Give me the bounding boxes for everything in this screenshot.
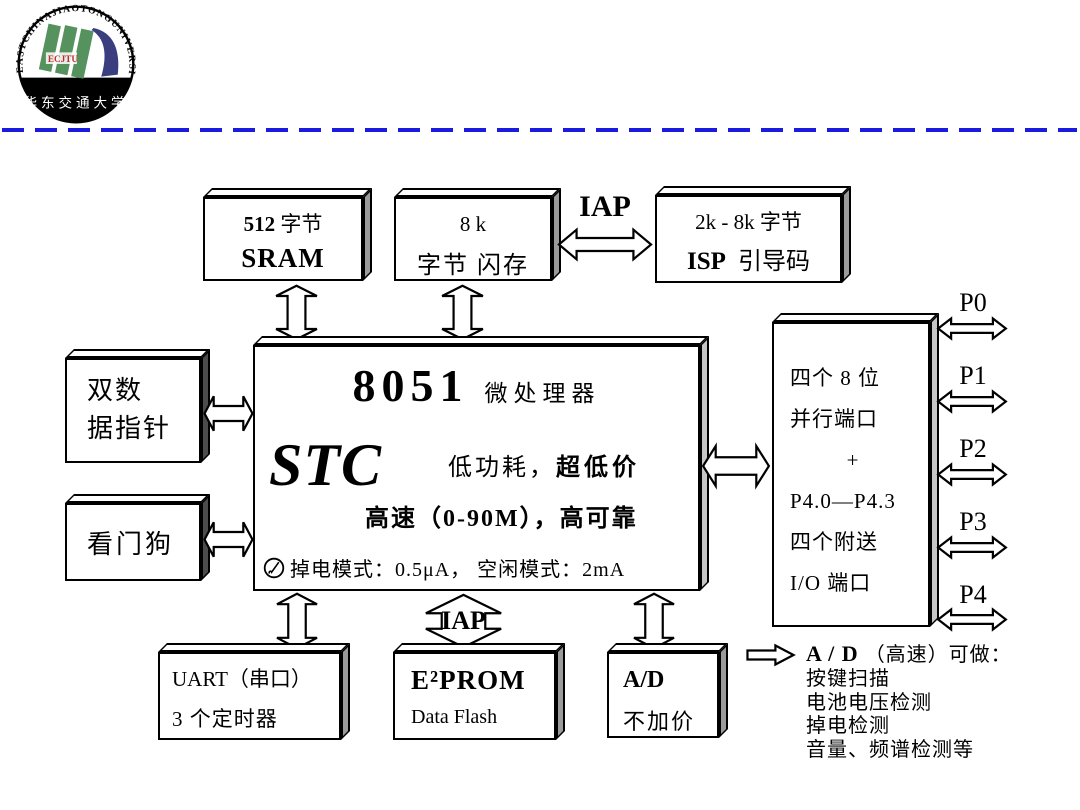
flash-name-label: 字节 闪存 [417, 253, 529, 279]
v-double-arrow-adc-icon [629, 592, 679, 650]
ports-plus: + [846, 448, 860, 472]
cpu-power-line: 掉电模式：0.5μA， 空闲模式：2mA [263, 553, 625, 582]
flash-size-label: 8 k [459, 212, 487, 236]
uart-line2: 3 个定时器 [172, 707, 278, 731]
ports-line1: 四个 8 位 [790, 366, 880, 390]
ports-line6: I/O 端口 [790, 571, 872, 595]
pin-arrow-p4-icon [936, 607, 1008, 632]
cpu-power-label: 掉电模式：0.5μA， 空闲模式：2mA [290, 559, 626, 581]
ports-line4: P4.0—P4.3 [790, 489, 896, 513]
eeprom-name-label: E²PROM [411, 665, 526, 695]
isp-name-latin: ISP [687, 248, 726, 275]
adc-note-item-3: 掉电检测 [806, 715, 890, 737]
iap-top-label: IAP [579, 190, 631, 223]
cpu-model-line: 8051 微处理器 [255, 359, 698, 412]
pin-label-p1: P1 [959, 361, 987, 390]
adc-name-label: A/D [623, 667, 665, 693]
watchdog-box: 看门狗 [65, 503, 201, 581]
adc-note-title-latin: A / D [806, 641, 859, 666]
circled-check-icon [263, 557, 285, 578]
adc-box: A/D 不加价 [607, 652, 719, 738]
adc-sub-label: 不加价 [623, 709, 696, 734]
adc-note-item-4: 音量、频谱检测等 [806, 738, 974, 761]
adc-note: A / D （高速）可做： 按键扫描 电池电压检测 掉电检测 音量、频谱检测等 [806, 641, 1046, 762]
sram-name-label: SRAM [241, 243, 325, 273]
pin-label-p4: P4 [959, 580, 987, 609]
logo-cn-name: 华东交通大学 [24, 95, 129, 111]
divider-dashed-line [2, 128, 1077, 132]
sram-box: 512 字节 SRAM [203, 197, 363, 281]
pin-label-p3: P3 [959, 507, 987, 536]
logo-abbr-plate [45, 52, 77, 64]
dual-dptr-box: 双数 据指针 [65, 358, 201, 463]
sram-size-line: 512 字节 [205, 209, 361, 239]
pin-arrow-p1-icon [936, 389, 1008, 414]
ports-line5: 四个附送 [790, 530, 878, 554]
ports-line2: 并行端口 [790, 407, 878, 431]
sram-size-unit: 字节 [280, 212, 323, 236]
adc-note-title-rest: （高速）可做： [864, 644, 1012, 666]
h-double-arrow-iap-icon [556, 226, 654, 263]
cpu-speed-label: 高速（0-90M），高可靠 [365, 506, 638, 532]
dptr-line1: 双数 [87, 376, 144, 405]
uart-line1: UART（串口） [172, 667, 312, 691]
cpu-model-label: 8051 [352, 360, 469, 411]
isp-name-line: ISP 引导码 [657, 241, 840, 276]
h-double-arrow-ports-icon [701, 441, 771, 491]
cpu-box: 8051 微处理器 STC 低功耗，超低价 高速（0-90M），高可靠 掉电模式… [253, 345, 700, 591]
logo-abbr-text: ECJTU [48, 54, 79, 64]
isp-name-cn: 引导码 [737, 249, 810, 275]
pin-arrow-p0-icon [936, 316, 1008, 341]
iap-bottom-label: IAP [441, 606, 486, 635]
dptr-line2: 据指针 [87, 414, 172, 443]
adc-note-item-1: 按键扫描 [806, 668, 890, 690]
cpu-tagline: 低功耗，超低价 [448, 447, 640, 482]
ports-box: 四个 8 位 并行端口 + P4.0—P4.3 四个附送 I/O 端口 [772, 322, 930, 627]
adc-note-title: A / D （高速）可做： [806, 641, 1046, 668]
pin-arrow-p3-icon [936, 535, 1008, 560]
eeprom-sub-label: Data Flash [411, 706, 498, 728]
adc-note-items: 按键扫描 电池电压检测 掉电检测 音量、频谱检测等 [806, 668, 1046, 762]
pin-label-p0: P0 [959, 288, 987, 317]
watchdog-label: 看门狗 [87, 529, 175, 559]
isp-box: 2k - 8k 字节 ISP 引导码 [655, 195, 842, 283]
university-logo: ECJTU EASTCHINAJIAOTONGUNIVERSITY 华东交通大学 [8, 2, 136, 124]
pin-arrow-p2-icon [936, 462, 1008, 487]
h-double-arrow-watchdog-icon [203, 518, 254, 561]
v-double-arrow-flash-icon [437, 284, 488, 341]
isp-size-label: 2k - 8k 字节 [695, 210, 802, 234]
flash-box: 8 k 字节 闪存 [394, 197, 552, 281]
uart-box: UART（串口） 3 个定时器 [158, 652, 341, 740]
right-arrow-icon [746, 644, 795, 666]
v-double-arrow-uart-icon [272, 592, 322, 650]
cpu-tagline-b: 超低价 [556, 455, 640, 481]
v-double-arrow-sram-icon [271, 284, 322, 341]
cpu-tagline-a: 低功耗， [448, 455, 556, 481]
cpu-brand-label: STC [269, 432, 383, 498]
logo-bottom-band [20, 77, 132, 124]
h-double-arrow-dptr-icon [203, 392, 254, 435]
logo-navy-shape [91, 28, 119, 77]
eeprom-box: E²PROM Data Flash [393, 652, 556, 740]
pin-label-p2: P2 [959, 434, 987, 463]
adc-note-item-2: 电池电压检测 [806, 691, 932, 714]
cpu-kind-label: 微处理器 [484, 381, 601, 406]
sram-size-value: 512 [243, 212, 276, 236]
